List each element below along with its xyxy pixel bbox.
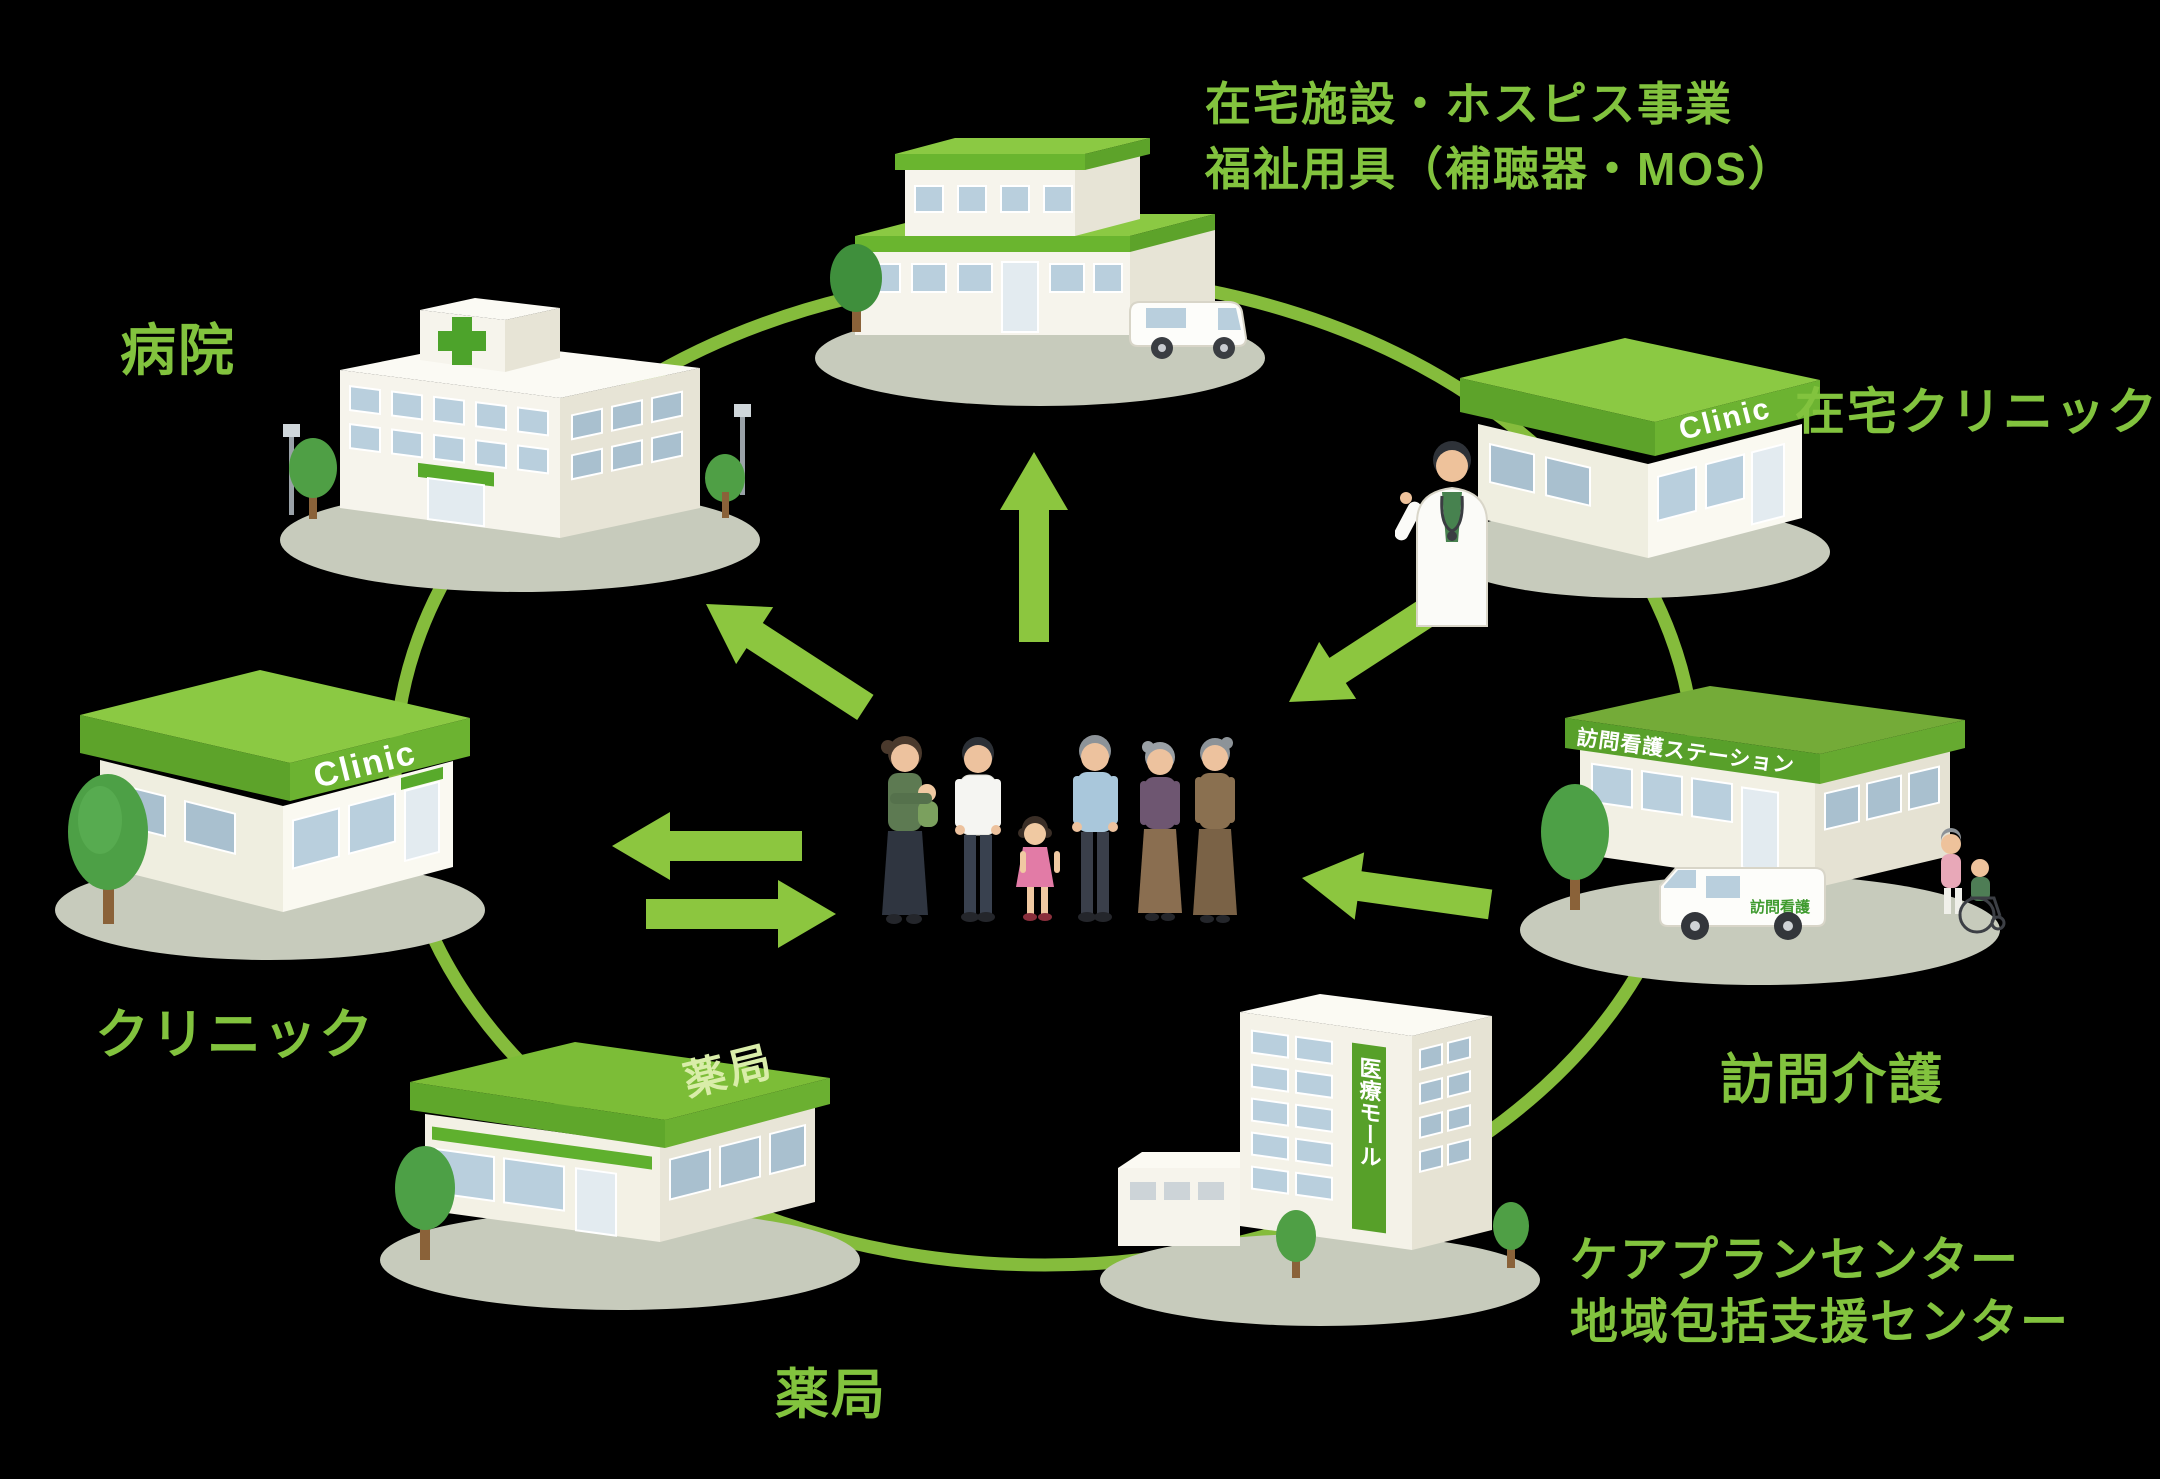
person-father — [955, 737, 1001, 922]
family-illustration — [881, 735, 1237, 924]
station-side-windows — [1824, 765, 1940, 831]
label-pharmacy: 薬局 — [775, 1365, 887, 1425]
tree-icon — [289, 438, 745, 519]
home-clinic-illustration: Clinic — [1440, 338, 1830, 598]
facility-windows — [865, 185, 1123, 293]
doctor-coat — [1416, 486, 1488, 627]
pharmacy-building: 薬局 — [410, 1037, 830, 1242]
arrow-from-clinic-left — [646, 880, 836, 948]
tree-icon — [830, 244, 882, 332]
ground-ellipse — [380, 1210, 860, 1310]
nurse-van-icon: 訪問看護 — [1659, 867, 1826, 940]
wheelchair-group — [1941, 828, 2006, 934]
hospital-side-windows — [571, 390, 683, 481]
tall-building: 医療モール — [1240, 994, 1492, 1250]
tree-icon — [1276, 1202, 1529, 1278]
clinic-front-windows — [1489, 442, 1591, 507]
pharmacy-side-windows — [669, 1123, 806, 1201]
pharmacy-node: 薬局 — [370, 990, 870, 1310]
hospital-building — [340, 298, 700, 538]
mall-sign-text: 医療モール — [1357, 1055, 1382, 1168]
home-facility-illustration — [815, 138, 1265, 406]
nurse-station-building: 訪問看護ステーション — [1565, 686, 1965, 888]
visiting-care-illustration: 訪問看護ステーション 訪問看護 — [1520, 686, 2006, 985]
clinic-node: Clinic — [45, 630, 505, 960]
doctor-shirt — [1442, 492, 1462, 542]
home-clinic-node: Clinic — [1430, 300, 1850, 600]
pharmacy-illustration: 薬局 — [380, 1037, 860, 1310]
mall-sign-panel — [1352, 1042, 1386, 1234]
medical-cross-icon — [438, 317, 486, 365]
person-elderly-woman — [1138, 741, 1182, 921]
label-clinic: クリニック — [95, 1005, 375, 1065]
arrow-to-clinic-left — [612, 812, 802, 880]
label-home-clinic: 在宅クリニック — [1795, 384, 2159, 440]
label-home-facility-line1: 在宅施設・ホスピス事業 — [1205, 78, 1733, 130]
tree-icon — [1541, 784, 1609, 910]
family-group — [830, 625, 1250, 955]
medical-mall-illustration: 医療モール — [1100, 994, 1540, 1326]
entrance-door — [1001, 261, 1039, 333]
clinic-side-windows — [1657, 442, 1785, 526]
mall-front-windows: 医療モール — [1251, 1029, 1386, 1234]
person-mother — [881, 736, 938, 924]
station-front-windows — [1591, 762, 1779, 874]
small-building — [1118, 1152, 1264, 1246]
person-girl — [1016, 816, 1060, 921]
van-icon — [1129, 301, 1248, 359]
entrance-door — [427, 476, 485, 528]
ground-ellipse — [1520, 875, 2000, 985]
doctor-head — [1436, 450, 1468, 482]
mall-side-windows — [1419, 1036, 1471, 1173]
doctor-arm — [1395, 501, 1422, 541]
hospital-front-windows — [349, 385, 549, 528]
visiting-care-node: 訪問看護ステーション 訪問看護 — [1510, 630, 2010, 990]
nurse-van-sign: 訪問看護 — [1750, 898, 1811, 916]
label-home-visit-care: 訪問介護 — [1720, 1050, 1944, 1110]
tree-icon — [395, 1146, 455, 1260]
arrow-to-top-facility — [1000, 452, 1068, 642]
entrance-awning — [418, 462, 494, 487]
label-care-plan-center: ケアプランセンター — [1570, 1234, 2021, 1287]
doctor-figure — [1395, 430, 1510, 630]
clinic-building: Clinic — [1460, 338, 1820, 558]
ground-ellipse — [1100, 1234, 1540, 1326]
label-home-facility-line2: 福祉用具（補聴器・MOS） — [1205, 143, 1796, 195]
care-plan-node: 医療モール — [1090, 950, 1550, 1330]
tree-icon — [68, 774, 148, 924]
doctor-illustration — [1395, 441, 1488, 627]
facility-building — [855, 138, 1215, 335]
clinic-side-windows — [292, 766, 443, 870]
hospital-node — [270, 240, 770, 600]
person-elderly-woman-2 — [1193, 737, 1237, 923]
arrow-from-visiting-care — [1297, 844, 1495, 939]
person-elderly-man — [1072, 735, 1118, 922]
clinic-illustration: Clinic — [55, 670, 485, 960]
hospital-illustration — [280, 298, 760, 592]
label-community-support-center: 地域包括支援センター — [1570, 1296, 2071, 1349]
home-facility-node — [800, 90, 1280, 410]
label-hospital: 病院 — [120, 319, 236, 382]
